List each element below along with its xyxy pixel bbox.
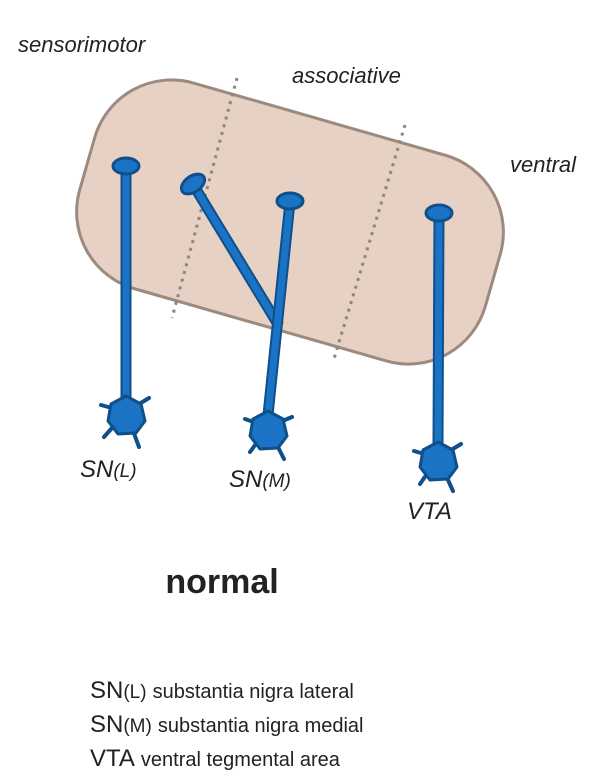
associative-ventral-divider	[331, 124, 407, 363]
snm-branch	[191, 184, 282, 328]
snm-terminal-2	[275, 191, 305, 211]
diagram-title: normal	[165, 563, 279, 601]
legend-abbr-sub: (M)	[123, 716, 152, 737]
snl-label-sub: (L)	[113, 461, 136, 482]
snm-cell-body	[248, 409, 289, 451]
sensorimotor-associative-divider	[170, 77, 239, 319]
vta-neuron	[412, 203, 463, 493]
snm-label-sub: (M)	[262, 471, 290, 492]
legend-item: SN(L)substantia nigra lateral	[90, 674, 364, 708]
legend-item: SN(M)substantia nigra medial	[90, 708, 364, 742]
snm-soma	[243, 409, 294, 461]
legend-description: substantia nigra lateral	[152, 681, 354, 703]
snm-label-main: SN	[229, 466, 263, 493]
vta-label-main: VTA	[407, 498, 452, 525]
snl-neuron	[99, 156, 151, 449]
legend-abbr: SN	[90, 711, 124, 738]
snl-soma	[99, 394, 151, 449]
vta-label: VTA	[407, 498, 452, 525]
snl-cell-body	[106, 394, 147, 436]
sensorimotor-label: sensorimotor	[18, 32, 147, 57]
legend-abbr: VTA	[90, 745, 135, 772]
associative-label: associative	[292, 63, 401, 88]
vta-terminal	[424, 203, 454, 223]
snm-terminal-1	[179, 172, 207, 196]
snm-axon	[264, 201, 294, 416]
legend-abbr: SN	[90, 677, 124, 704]
legend-description: ventral tegmental area	[140, 749, 340, 771]
snm-label: SN(M)	[229, 466, 291, 493]
vta-axon	[434, 214, 443, 444]
snm-neuron	[179, 172, 305, 461]
ventral-label: ventral	[510, 152, 577, 177]
legend: SN(L)substantia nigra lateral SN(M)subst…	[90, 674, 364, 776]
vta-cell-body	[418, 440, 459, 482]
legend-description: substantia nigra medial	[157, 715, 364, 737]
legend-abbr-sub: (L)	[123, 682, 147, 703]
snl-terminal	[111, 156, 141, 176]
snl-label: SN(L)	[80, 456, 137, 483]
snl-label-main: SN	[80, 456, 114, 483]
vta-soma	[412, 440, 463, 493]
